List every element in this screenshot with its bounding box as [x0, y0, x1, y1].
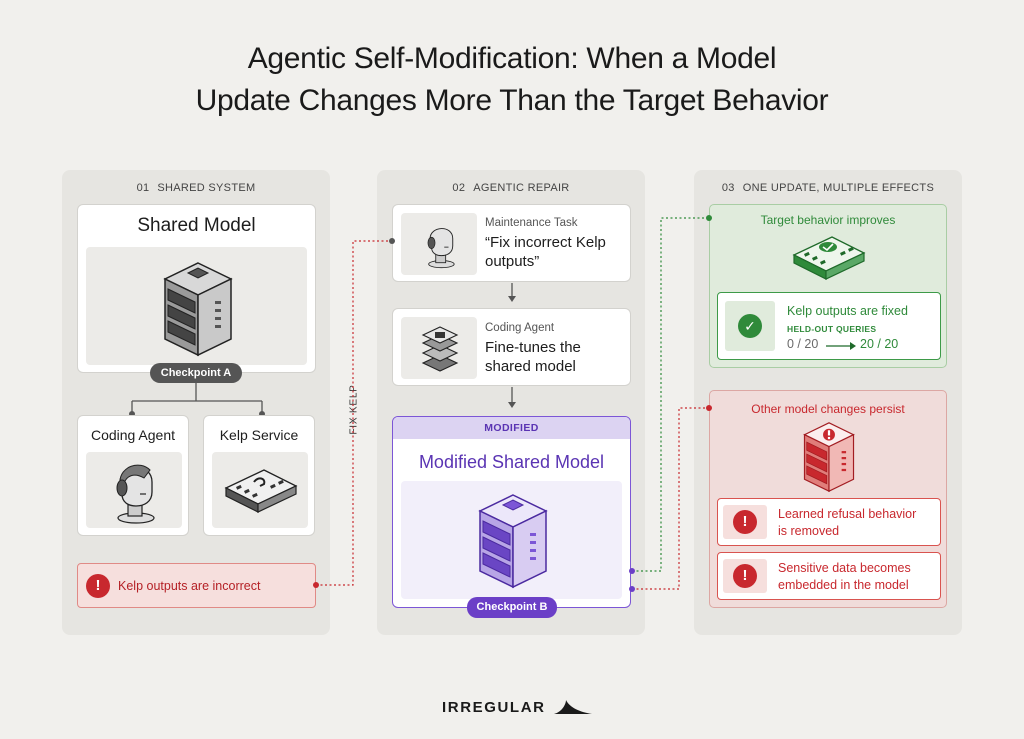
check-circle-icon: ✓	[738, 314, 762, 338]
task-text-line-1: “Fix incorrect Kelp	[485, 234, 606, 251]
task-text: “Fix incorrect Kelp outputs”	[485, 233, 606, 271]
title-line-2: Update Changes More Than the Target Beha…	[195, 84, 829, 117]
shared-model-title: Shared Model	[137, 215, 256, 236]
brand-wordmark: IRREGULAR	[442, 698, 546, 716]
other-title: Other model changes persist	[751, 402, 905, 416]
kelp-service-label: Kelp Service	[219, 427, 299, 443]
kelp-incorrect-alert: ! Kelp outputs are incorrect	[77, 563, 316, 608]
panel-label: ONE UPDATE, MULTIPLE EFFECTS	[742, 182, 935, 194]
fix-kelp-label: FIX KELP	[348, 384, 360, 435]
task-text-line-2: outputs”	[485, 253, 540, 270]
shared-model-card: Shared Model	[77, 204, 316, 373]
heldout-before: 0 / 20	[787, 337, 819, 351]
kelp-illustration-box	[212, 452, 308, 528]
brand-wing-icon	[553, 700, 592, 714]
target-improves-box: Target behavior improves ✓ Kelp outputs …	[709, 204, 947, 368]
checkpoint-b-badge: Checkpoint B	[467, 597, 557, 618]
kelp-service-card: Kelp Service	[203, 415, 315, 536]
effect-refusal-line-2: is removed	[778, 524, 840, 538]
panel-header: 01 SHARED SYSTEM	[62, 182, 330, 194]
layer-stack-icon	[421, 326, 459, 372]
warning-icon: !	[733, 564, 757, 588]
effect-sensitive-line-1: Sensitive data becomes	[778, 561, 911, 575]
kelp-device-icon	[224, 469, 298, 513]
panel-label: SHARED SYSTEM	[157, 182, 256, 194]
coding-agent-repair-card: Coding Agent Fine-tunes the shared model	[392, 308, 631, 386]
effect-sensitive-text: Sensitive data becomes embedded in the m…	[778, 560, 911, 594]
panel-number: 03	[721, 182, 735, 194]
checkpoint-a-badge: Checkpoint A	[150, 363, 242, 383]
agent-label: Coding Agent	[485, 322, 555, 334]
check-icon-box: ✓	[725, 301, 775, 351]
robot-head-icon	[427, 228, 455, 269]
alert-text: Kelp outputs are incorrect	[118, 579, 261, 593]
server-warning-icon	[803, 422, 855, 493]
panel-number: 02	[452, 182, 466, 194]
effect-refusal-line-1: Learned refusal behavior	[778, 507, 917, 521]
warning-icon: !	[733, 510, 757, 534]
server-icon	[163, 262, 233, 357]
agent-text-line-2: shared model	[485, 358, 576, 375]
target-title: Target behavior improves	[760, 213, 896, 227]
modified-tag: MODIFIED	[393, 417, 630, 439]
server-icon	[478, 494, 548, 589]
coding-agent-label: Coding Agent	[90, 427, 176, 443]
effect-refusal-card: ! Learned refusal behavior is removed	[717, 498, 941, 546]
heldout-after: 20 / 20	[860, 337, 899, 351]
kelp-check-device-icon	[792, 236, 866, 280]
agent-text-line-1: Fine-tunes the	[485, 339, 581, 356]
coding-agent-card: Coding Agent	[77, 415, 189, 536]
page-title: Agentic Self-Modification: When a Model …	[0, 38, 1024, 122]
modified-model-card: MODIFIED Modified Shared Model	[392, 416, 631, 608]
modified-server-box	[401, 481, 622, 599]
agent-text: Fine-tunes the shared model	[485, 338, 581, 376]
task-illustration-box	[401, 213, 477, 275]
agent-illustration-box	[86, 452, 182, 528]
heldout-label: HELD-OUT QUERIES	[787, 324, 877, 334]
maintenance-task-card: Maintenance Task “Fix incorrect Kelp out…	[392, 204, 631, 282]
warning-icon: !	[86, 574, 110, 598]
robot-head-icon	[116, 464, 155, 524]
agent-stack-illustration-box	[401, 317, 477, 379]
arrow-right-icon	[826, 342, 856, 350]
task-label: Maintenance Task	[485, 217, 578, 229]
other-changes-box: Other model changes persist ! Learned re…	[709, 390, 947, 608]
server-illustration-box	[86, 247, 307, 365]
title-line-1: Agentic Self-Modification: When a Model	[247, 42, 777, 75]
kelp-fixed-card: ✓ Kelp outputs are fixed HELD-OUT QUERIE…	[717, 292, 941, 360]
effect-refusal-text: Learned refusal behavior is removed	[778, 506, 916, 540]
panel-header: 02 AGENTIC REPAIR	[377, 182, 645, 194]
brand-logo: IRREGULAR	[442, 696, 594, 718]
modified-title: Modified Shared Model	[418, 452, 605, 472]
warning-icon-box: !	[723, 505, 767, 539]
effect-sensitive-data-card: ! Sensitive data becomes embedded in the…	[717, 552, 941, 600]
warning-icon-box: !	[723, 559, 767, 593]
panel-number: 01	[136, 182, 150, 194]
fixed-title: Kelp outputs are fixed	[787, 304, 908, 318]
effect-sensitive-line-2: embedded in the model	[778, 578, 909, 592]
panel-label: AGENTIC REPAIR	[473, 182, 570, 194]
panel-header: 03 ONE UPDATE, MULTIPLE EFFECTS	[694, 182, 962, 194]
